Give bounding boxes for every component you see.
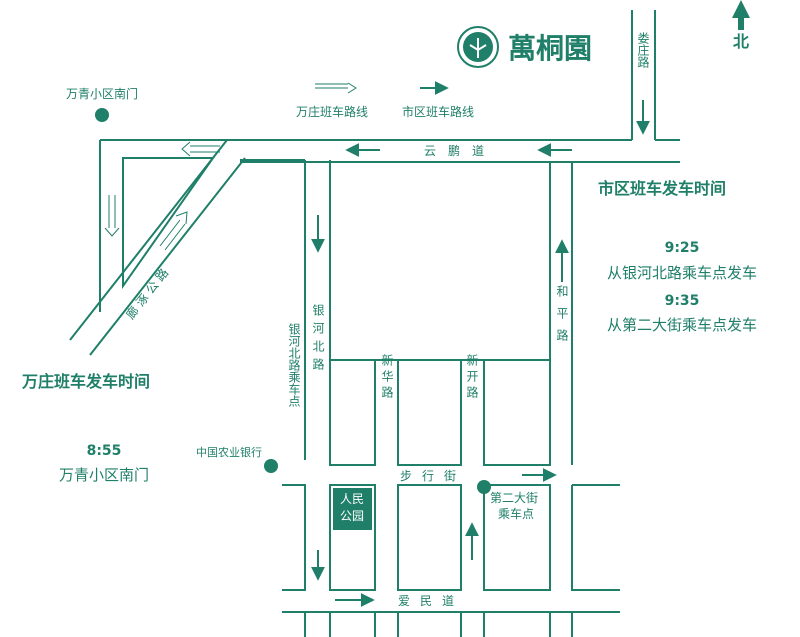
stop-wanqing-marker	[95, 108, 109, 122]
north-arrow-icon	[732, 0, 750, 30]
place-dier-stop-2: 乘车点	[498, 506, 534, 521]
stop-bank-marker	[264, 459, 278, 473]
road-yunpeng: 云鹏道	[424, 144, 496, 158]
logo-emblem-icon	[457, 26, 499, 68]
wanzhuang-time-1: 8:55	[87, 443, 122, 459]
road-buxing: 步行街	[400, 469, 466, 483]
road-aimin: 爱民道	[398, 594, 464, 608]
road-network	[69, 10, 680, 637]
road-loujuang: 娄庄路	[636, 31, 650, 69]
road-lianxi: 廊涿公路	[123, 262, 174, 322]
route-arrows	[104, 81, 650, 607]
place-yinhe-stop: 银河北路乘车点	[287, 323, 301, 407]
city-time-1: 9:25	[665, 240, 700, 256]
people-park	[333, 488, 372, 530]
compass-label: 北	[733, 32, 749, 51]
park-label-1: 人民	[340, 492, 364, 506]
compass: 北	[732, 0, 750, 51]
place-wanqing: 万青小区南门	[66, 86, 138, 101]
stop-dier-marker	[477, 480, 491, 494]
legend-wanzhuang: 万庄班车路线	[296, 104, 368, 119]
road-yinhe: 银河北路	[311, 304, 325, 376]
road-heping: 和平路	[555, 285, 569, 351]
road-xinkai: 新开路	[465, 353, 479, 402]
road-xinhua: 新华路	[380, 353, 394, 402]
city-schedule-title: 市区班车发车时间	[598, 179, 726, 198]
place-bank: 中国农业银行	[196, 445, 262, 459]
city-time-1-desc: 从银河北路乘车点发车	[607, 264, 757, 282]
wanzhuang-time-1-desc: 万青小区南门	[59, 466, 149, 484]
logo: 萬桐園	[457, 26, 592, 68]
place-dier-stop-1: 第二大街	[490, 491, 538, 505]
wanzhuang-schedule-title: 万庄班车发车时间	[21, 372, 150, 391]
legend-city: 市区班车路线	[402, 104, 474, 119]
city-time-2: 9:35	[665, 293, 700, 309]
brand-name: 萬桐園	[508, 32, 592, 65]
city-time-2-desc: 从第二大街乘车点发车	[607, 316, 757, 334]
park-label-2: 公园	[340, 509, 364, 523]
